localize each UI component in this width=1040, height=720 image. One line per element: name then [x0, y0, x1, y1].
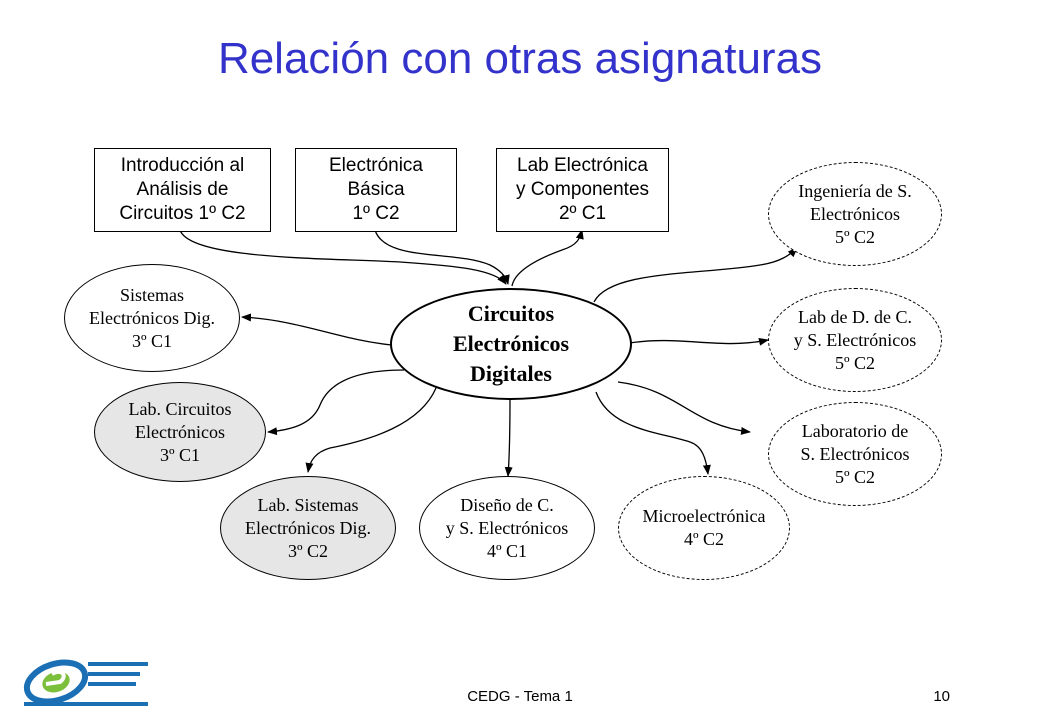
box-line: Lab Electrónica	[517, 155, 648, 176]
node-line: y S. Electrónicos	[445, 517, 569, 538]
node-line: Electrónicos	[810, 203, 900, 224]
arrow-center-to-lab	[511, 229, 584, 287]
box-line: Electrónica	[329, 155, 423, 176]
arrow-center-to-labsis	[305, 387, 437, 473]
node-diseno-cs-electronicos: Diseño de C. y S. Electrónicos 4º C1	[419, 476, 595, 580]
node-line: Sistemas	[119, 284, 184, 305]
box-line: Introducción al	[120, 155, 245, 176]
footer-text: CEDG - Tema 1	[467, 688, 573, 705]
node-line: Electrónicos	[135, 421, 225, 442]
arrow-center-to-laboratorio	[617, 381, 751, 435]
slide-title: Relación con otras asignaturas	[217, 34, 823, 83]
node-line: Electrónicos Dig.	[89, 307, 215, 328]
box-line: Básica	[347, 179, 405, 200]
node-lab-sistemas-electronicos-dig: Lab. Sistemas Electrónicos Dig. 3º C2	[220, 476, 396, 580]
node-line: 5º C2	[834, 352, 876, 373]
box-line: Análisis de	[136, 179, 229, 200]
box-line: y Componentes	[515, 179, 650, 200]
node-ingenieria-s-electronicos: Ingeniería de S. Electrónicos 5º C2	[768, 162, 942, 266]
node-line: Lab. Sistemas	[257, 494, 359, 515]
node-line: Ingeniería de S.	[798, 180, 912, 201]
box-introduccion-analisis: Introducción al Análisis de Circuitos 1º…	[94, 148, 271, 232]
node-line: 3º C1	[131, 330, 173, 351]
box-line: 2º C1	[558, 203, 607, 224]
node-microelectronica: Microelectrónica 4º C2	[618, 476, 790, 580]
arrow-center-to-diseno	[504, 395, 513, 477]
node-line: Electrónicos Dig.	[245, 517, 371, 538]
node-line: 3º C2	[287, 540, 329, 561]
node-lab-dc-s-electronicos: Lab de D. de C. y S. Electrónicos 5º C2	[768, 288, 942, 392]
department-logo	[23, 659, 148, 706]
node-laboratorio-s-electronicos: Laboratorio de S. Electrónicos 5º C2	[768, 402, 942, 506]
arrow-intro-to-center	[179, 229, 507, 285]
node-line: 4º C2	[683, 529, 725, 549]
arrow-center-to-sistemas	[241, 313, 393, 346]
arrow-center-to-ingenieria	[593, 247, 798, 303]
center-line: Electrónicos	[452, 331, 570, 356]
node-line: Microelectrónica	[642, 506, 766, 526]
node-line: Laboratorio de	[801, 420, 909, 441]
node-line: S. Electrónicos	[800, 443, 910, 464]
node-lab-circuitos-electronicos: Lab. Circuitos Electrónicos 3º C1	[94, 382, 266, 482]
page-number: 10	[933, 688, 950, 705]
box-line: 1º C2	[352, 203, 400, 224]
arrow-center-to-micro	[595, 391, 711, 475]
node-sistemas-electronicos-dig: Sistemas Electrónicos Dig. 3º C1	[64, 264, 240, 372]
node-line: Lab. Circuitos	[128, 398, 232, 419]
box-electronica-basica: Electrónica Básica 1º C2	[295, 148, 457, 232]
arrow-center-to-labcirc	[267, 369, 405, 436]
node-line: 3º C1	[159, 444, 201, 465]
node-line: 5º C2	[834, 226, 876, 247]
center-line: Digitales	[470, 361, 552, 386]
node-line: 5º C2	[834, 466, 876, 487]
box-lab-electronica: Lab Electrónica y Componentes 2º C1	[496, 148, 669, 232]
node-line: Lab de D. de C.	[798, 306, 912, 327]
arrow-basica-to-center	[374, 229, 510, 285]
node-line: Diseño de C.	[460, 494, 554, 515]
node-line: y S. Electrónicos	[793, 329, 917, 350]
node-line: 4º C1	[486, 540, 528, 561]
center-line: Circuitos	[467, 301, 555, 326]
box-line: Circuitos 1º C2	[119, 203, 246, 224]
node-circuitos-electronicos-digitales: Circuitos Electrónicos Digitales	[390, 288, 632, 400]
arrow-center-to-labdc	[629, 337, 769, 346]
